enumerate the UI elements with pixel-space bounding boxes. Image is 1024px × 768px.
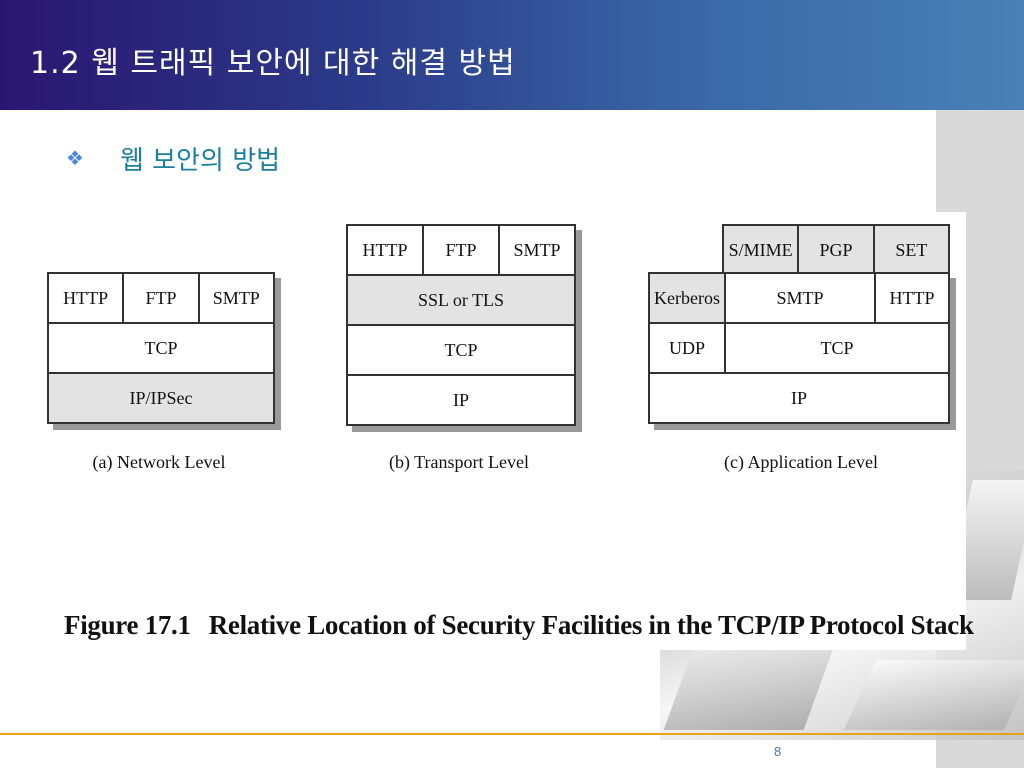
protocol-cell: HTTP <box>874 274 948 322</box>
stack-row: IP <box>650 372 948 422</box>
figure-caption: Figure 17.1 Relative Location of Security… <box>64 610 974 641</box>
application-main-stack: Kerberos SMTP HTTP UDP TCP IP <box>648 272 950 424</box>
protocol-cell: FTP <box>122 274 197 322</box>
protocol-cell: FTP <box>422 226 498 274</box>
stack-row: UDP TCP <box>650 322 948 372</box>
protocol-cell: HTTP <box>362 239 408 260</box>
transport-level-caption: (b) Transport Level <box>389 452 529 472</box>
stack-row: S/MIME PGP SET <box>724 226 948 274</box>
network-level-caption: (a) Network Level <box>92 452 226 472</box>
protocol-cell: TCP <box>144 337 178 358</box>
transport-level-stack: HTTP FTP SMTP SSL or TLS TCP IP <box>346 224 576 426</box>
stack-row: SSL or TLS <box>348 274 574 324</box>
stack-row: HTTP FTP SMTP <box>348 226 574 274</box>
stack-row: Kerberos SMTP HTTP <box>650 274 948 322</box>
protocol-cell: SMTP <box>197 274 273 322</box>
title-bar: 1.2 웹 트래픽 보안에 대한 해결 방법 <box>0 0 1024 110</box>
application-top-row: S/MIME PGP SET <box>722 224 950 276</box>
slide-title: 1.2 웹 트래픽 보안에 대한 해결 방법 <box>30 46 516 81</box>
section-subtitle: 웹 보안의 방법 <box>120 146 281 176</box>
security-protocol-cell: S/MIME <box>724 226 798 274</box>
application-level-caption: (c) Application Level <box>724 452 878 472</box>
protocol-cell: SMTP <box>498 226 574 274</box>
protocol-cell: IP <box>790 387 807 408</box>
security-protocol-cell: IP/IPSec <box>49 374 273 422</box>
stack-row: IP/IPSec <box>49 372 273 422</box>
security-protocol-cell: Kerberos <box>650 274 724 322</box>
stack-row: HTTP FTP SMTP <box>49 274 273 322</box>
network-level-stack: HTTP FTP SMTP TCP IP/IPSec <box>47 272 275 424</box>
bullet-icon: ❖ <box>66 146 84 170</box>
keyboard-key-image <box>843 660 1024 730</box>
page-number: 8 <box>774 744 782 759</box>
protocol-cell: SMTP <box>724 274 874 322</box>
figure-text: Relative Location of Security Facilities… <box>208 610 974 640</box>
security-protocol-cell: SET <box>872 226 948 274</box>
protocol-cell: UDP <box>668 337 705 358</box>
stack-row: TCP <box>348 324 574 374</box>
security-protocol-cell: SSL or TLS <box>348 276 574 324</box>
protocol-cell: IP <box>452 389 469 410</box>
stack-row: IP <box>348 374 574 424</box>
protocol-cell: TCP <box>444 339 478 360</box>
stack-row: TCP <box>49 322 273 372</box>
protocol-cell: HTTP <box>63 287 109 308</box>
figure-number: Figure 17.1 <box>64 610 191 640</box>
footer-divider <box>0 733 1024 735</box>
security-protocol-cell: PGP <box>797 226 873 274</box>
protocol-cell: TCP <box>724 324 948 372</box>
